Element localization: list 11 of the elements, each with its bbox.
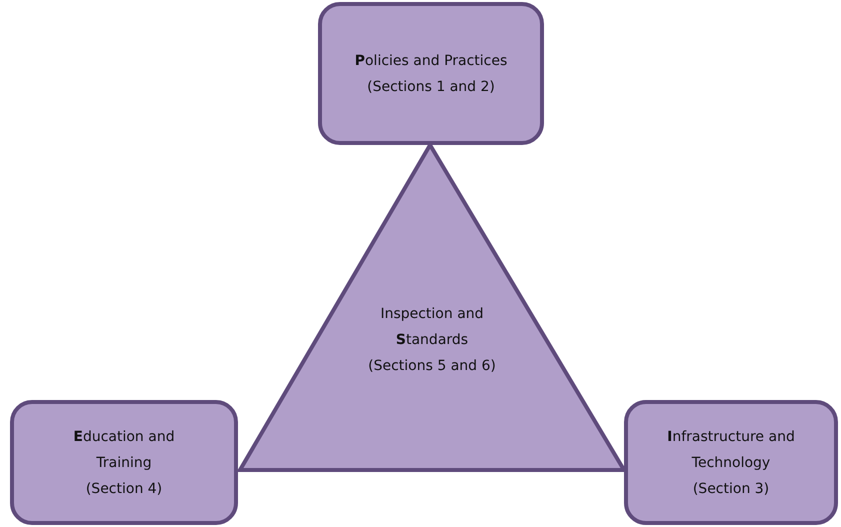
- node-title: Policies and Practices: [354, 52, 508, 70]
- rounded-box: [624, 400, 838, 525]
- node-title: Inspection and Standards: [379, 305, 485, 350]
- section-label: (Section 3): [692, 480, 770, 498]
- node-title: Education and Training: [72, 428, 176, 472]
- rounded-box: [10, 400, 238, 525]
- section-label: (Sections 5 and 6): [368, 357, 496, 376]
- section-label: (Sections 1 and 2): [367, 78, 495, 96]
- section-label: (Section 4): [86, 480, 162, 498]
- node-title: Infrastructure and Technology: [666, 428, 796, 472]
- rounded-box: [318, 2, 544, 145]
